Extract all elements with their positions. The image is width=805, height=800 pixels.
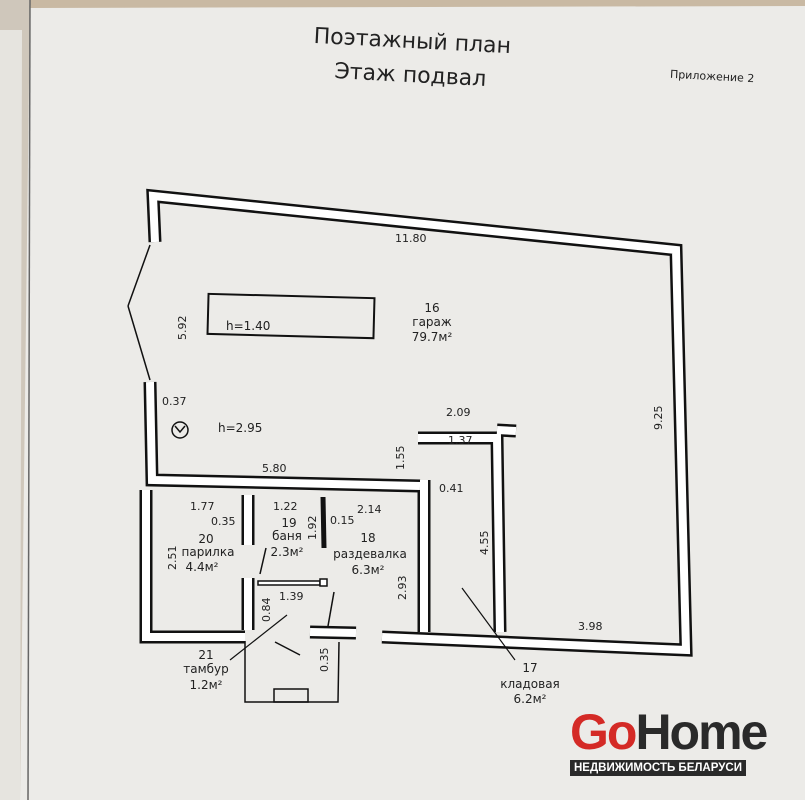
room-area: 4.4м² <box>186 560 219 574</box>
dim-398: 3.98 <box>578 620 603 633</box>
room-name: тамбур <box>183 662 229 676</box>
dim-155: 1.55 <box>394 446 407 471</box>
dim-top: 11.80 <box>395 232 427 245</box>
room-16-garage: 16 гараж 79.7м² <box>412 301 453 344</box>
room-20-steam: 20 парилка 4.4м² <box>182 532 235 574</box>
dim-left-upper: 5.92 <box>176 316 189 341</box>
drain-icon <box>171 421 189 439</box>
dim-mid: 5.80 <box>262 462 287 475</box>
frame-border <box>27 0 31 800</box>
dim-122: 1.22 <box>273 500 298 513</box>
dim-084: 0.84 <box>260 598 273 623</box>
room-number: 16 <box>424 301 439 315</box>
height-pit: h=1.40 <box>226 319 270 333</box>
room-number: 18 <box>360 531 375 545</box>
room-number: 21 <box>198 648 213 662</box>
height-garage: h=2.95 <box>218 421 262 435</box>
paper-page <box>20 0 805 800</box>
room-19-bath: 19 баня 2.3м² <box>271 516 304 559</box>
room-name: парилка <box>182 545 235 559</box>
dim-455: 4.55 <box>478 531 491 556</box>
dim-139: 1.39 <box>279 590 304 603</box>
room-name: гараж <box>412 315 452 329</box>
dim-251: 2.51 <box>166 546 179 571</box>
room-number: 17 <box>522 661 537 675</box>
logo-go: Go <box>570 704 637 760</box>
room-area: 6.2м² <box>514 692 547 706</box>
room-17-storage: 17 кладовая 6.2м² <box>461 587 560 706</box>
gohome-logo: GoHome НЕДВИЖИМОСТЬ БЕЛАРУСИ <box>570 707 768 776</box>
room-name: кладовая <box>500 677 560 691</box>
room-area: 1.2м² <box>190 678 223 692</box>
inspection-pit <box>206 292 376 340</box>
walls <box>127 188 693 703</box>
logo-subtitle: НЕДВИЖИМОСТЬ БЕЛАРУСИ <box>570 760 746 776</box>
dim-wall: 0.37 <box>162 395 187 408</box>
dim-177: 1.77 <box>190 500 215 513</box>
room-21-vestibule: 21 тамбур 1.2м² <box>183 614 288 692</box>
room-labels: 16 гараж 79.7м² 17 кладовая 6.2м² 18 раз… <box>182 301 560 706</box>
paper-edge <box>30 0 805 8</box>
paper-page-left <box>0 30 22 800</box>
dim-192: 1.92 <box>306 516 319 541</box>
room-number: 20 <box>198 532 213 546</box>
logo-home: Home <box>635 704 768 760</box>
dim-storage-inner: 1.37 <box>448 434 473 447</box>
dim-storage-top: 2.09 <box>446 406 471 419</box>
room-area: 6.3м² <box>352 563 385 577</box>
dim-035a: 0.35 <box>211 515 236 528</box>
appendix-label: Приложение 2 <box>670 68 755 85</box>
dim-041: 0.41 <box>439 482 464 495</box>
room-area: 79.7м² <box>412 330 453 344</box>
dim-293: 2.93 <box>396 576 409 601</box>
dim-214: 2.14 <box>357 503 382 516</box>
dim-015: 0.15 <box>330 514 355 527</box>
room-name: баня <box>272 529 302 543</box>
room-area: 2.3м² <box>271 545 304 559</box>
dimension-labels: 11.80 5.92 9.25 0.37 5.80 2.09 1.37 1.55… <box>162 232 665 672</box>
door-swing <box>127 244 151 307</box>
room-number: 19 <box>281 516 296 530</box>
room-name: раздевалка <box>333 547 407 561</box>
room-18-changing: 18 раздевалка 6.3м² <box>333 531 407 577</box>
dim-035b: 0.35 <box>318 648 331 673</box>
dim-right: 9.25 <box>652 406 665 431</box>
